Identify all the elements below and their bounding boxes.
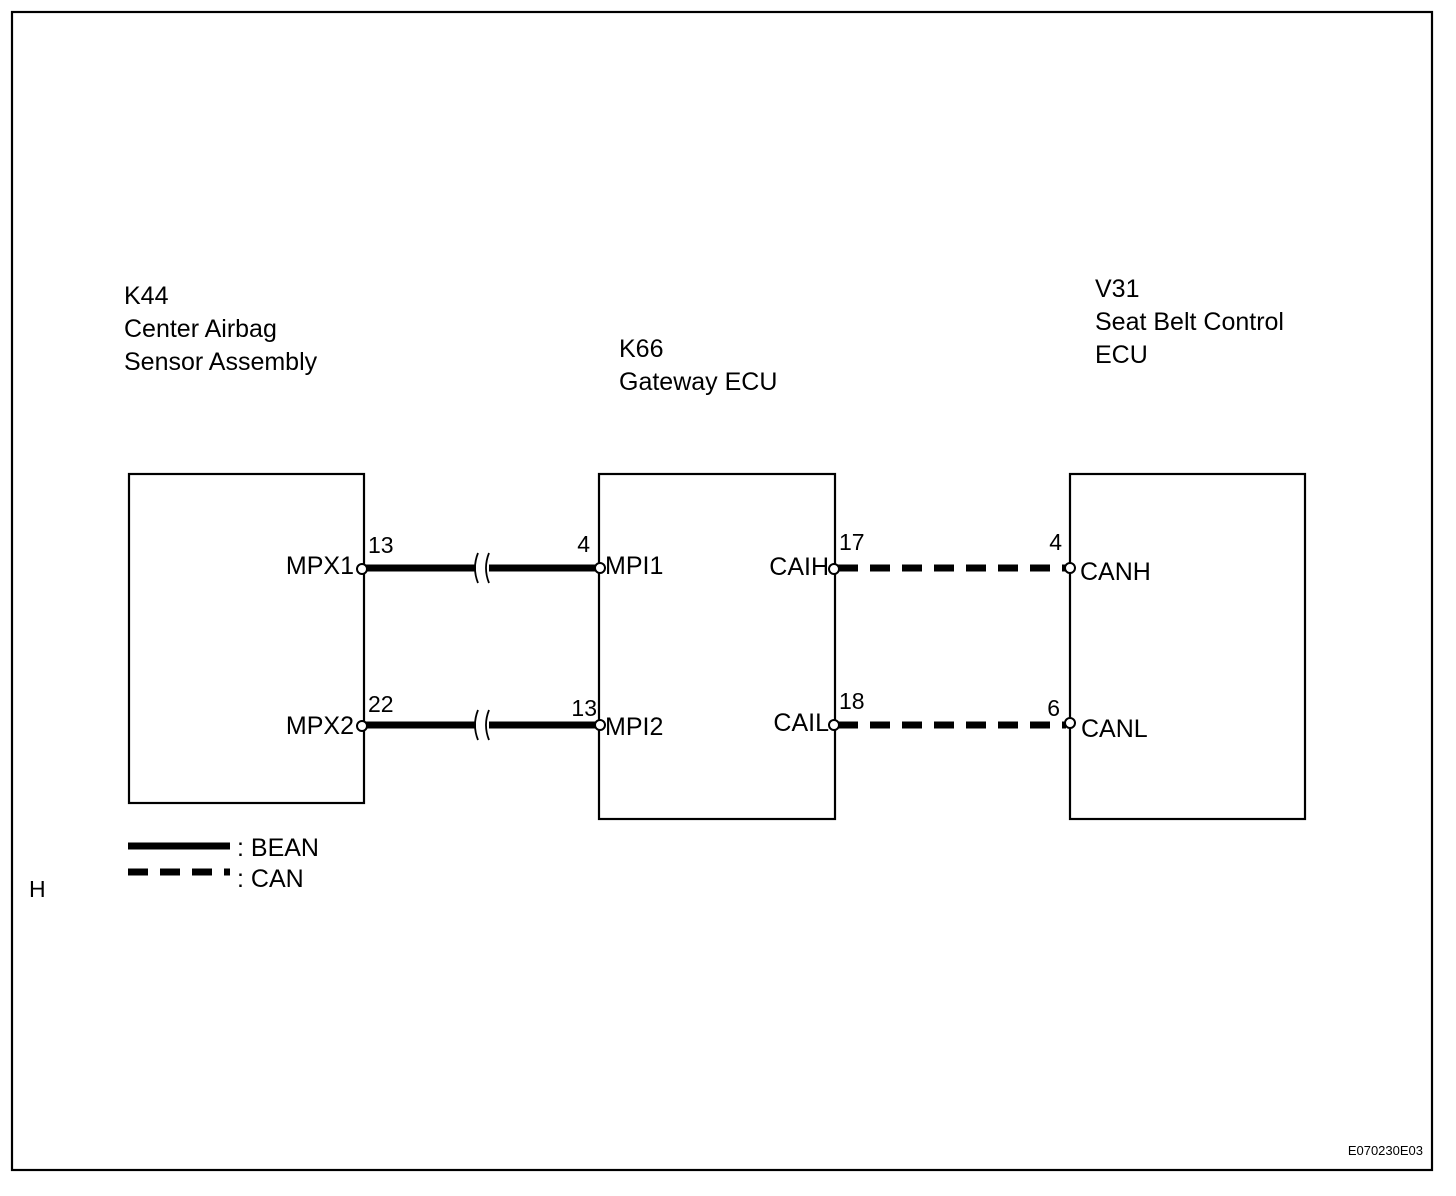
v31-component: V31 Seat Belt Control ECU CANH 4 CANL 6 [1047,275,1307,821]
v31-name-line1: Seat Belt Control [1095,308,1284,336]
k44-name-line1: Center Airbag [124,315,277,343]
side-mark: H [29,876,46,902]
v31-canl-pin: 6 [1047,695,1060,721]
figure-id: E070230E03 [1348,1143,1423,1158]
k44-component: K44 Center Airbag Sensor Assembly MPX1 1… [124,282,394,805]
v31-canh-pin: 4 [1049,529,1062,555]
k66-name-line1: Gateway ECU [619,368,777,396]
k66-component: K66 Gateway ECU MPI1 4 MPI2 13 CAIH 17 C… [571,335,865,821]
k44-code: K44 [124,282,169,310]
legend-bean-label: : BEAN [237,834,319,862]
k66-mpi2-pin: 13 [571,695,597,721]
k66-box [597,472,837,821]
wire-break-mark [474,709,479,741]
k66-cail-pin: 18 [839,688,865,714]
terminal-caih [828,563,840,575]
k44-mpx1-label: MPX1 [286,552,354,580]
legend-can-label: : CAN [237,865,304,893]
k66-caih-pin: 17 [839,529,865,555]
k44-mpx1-pin: 13 [368,532,394,558]
k66-mpi2-label: MPI2 [605,713,663,741]
wire-break-mark [485,552,490,584]
k66-code: K66 [619,335,663,363]
terminal-mpi2 [594,719,606,731]
k66-cail-label: CAIL [773,709,829,737]
terminal-mpi1 [594,562,606,574]
k44-mpx2-label: MPX2 [286,712,354,740]
wire-break-mark [485,709,490,741]
legend: : BEAN : CAN [128,834,319,893]
v31-code: V31 [1095,275,1139,303]
wire-break-mark [474,552,479,584]
k66-mpi1-label: MPI1 [605,552,663,580]
k66-mpi1-pin: 4 [577,531,590,557]
bean-wire-mpx1-mpi1 [364,552,598,584]
terminal-canh [1064,562,1076,574]
v31-box [1068,472,1307,821]
bean-wire-mpx2-mpi2 [364,709,598,741]
terminal-cail [828,719,840,731]
diagram-frame [10,10,1434,1172]
terminal-canl [1064,717,1076,729]
v31-name-line2: ECU [1095,341,1148,369]
k66-caih-label: CAIH [769,553,829,581]
terminal-mpx1 [356,563,368,575]
k44-box [127,472,366,805]
k44-mpx2-pin: 22 [368,691,394,717]
terminal-mpx2 [356,720,368,732]
v31-canl-label: CANL [1081,715,1148,743]
v31-canh-label: CANH [1080,558,1151,586]
k44-name-line2: Sensor Assembly [124,348,318,376]
